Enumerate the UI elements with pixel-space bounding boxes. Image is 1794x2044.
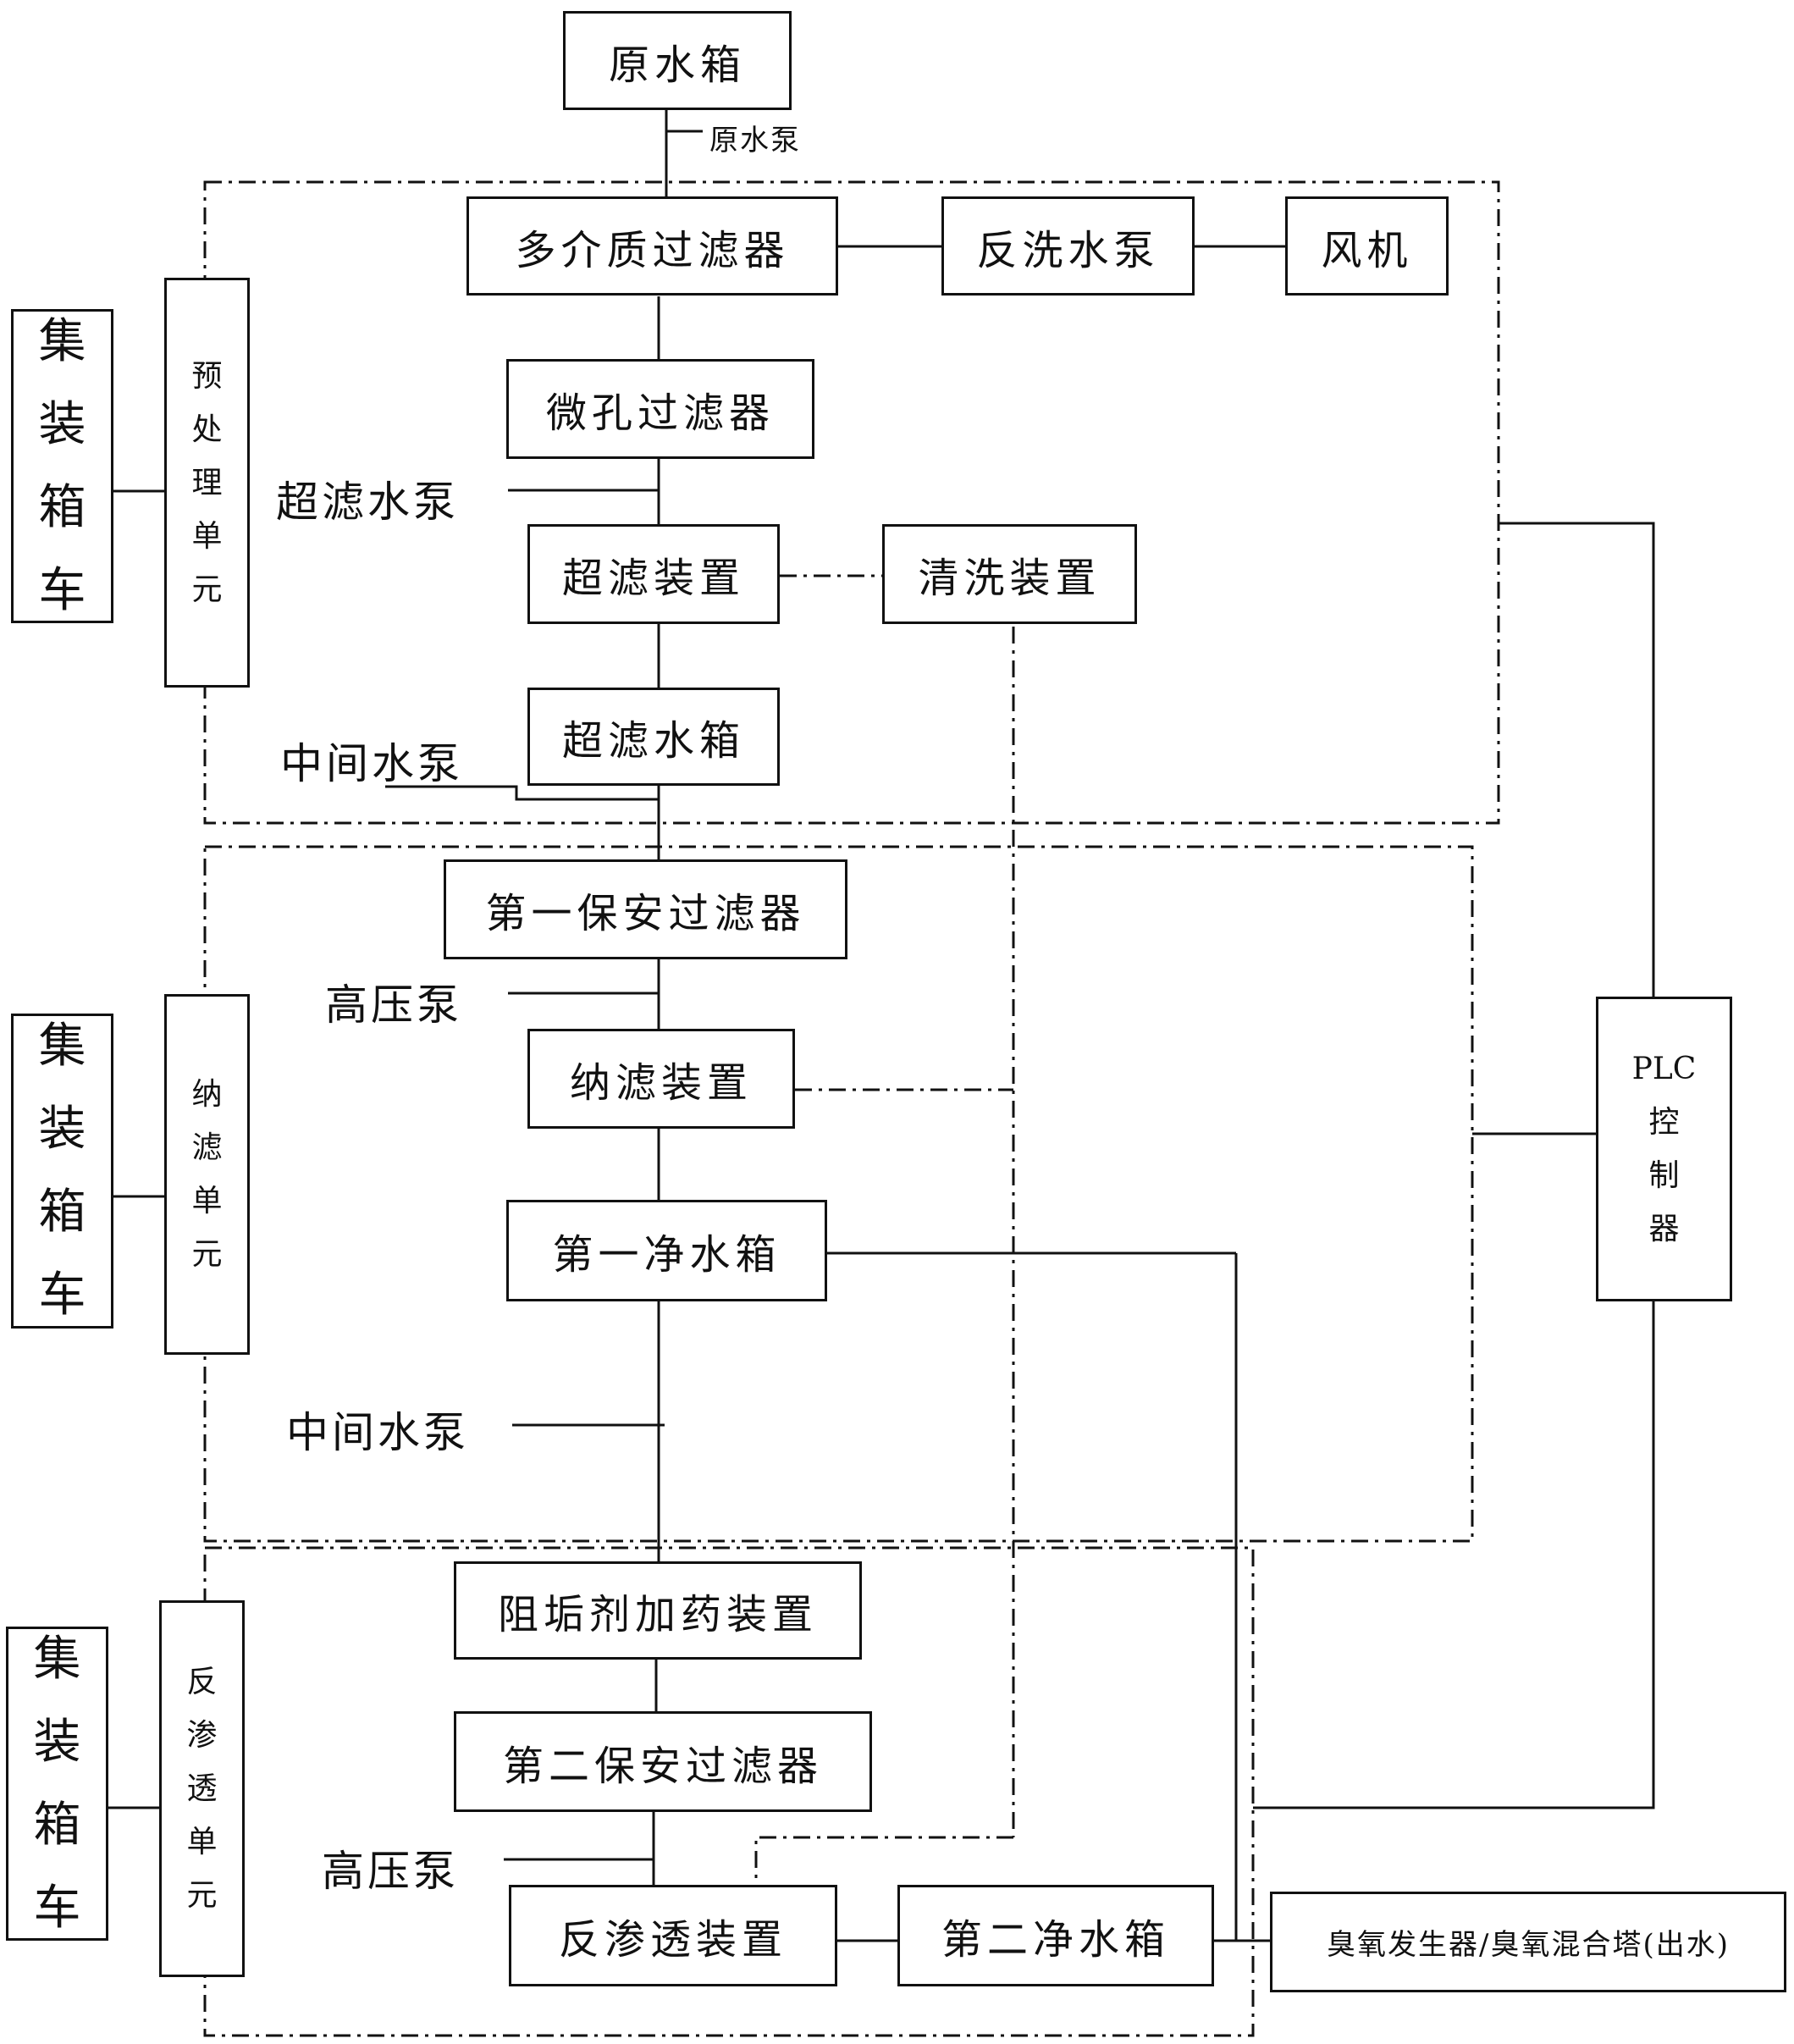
nanofiltration-device: 纳滤装置 <box>527 1029 795 1129</box>
second-security-filter: 第二保安过滤器 <box>454 1711 872 1812</box>
second-clean-water-tank: 第二净水箱 <box>897 1885 1214 1986</box>
ultrafiltration-tank: 超滤水箱 <box>527 688 780 786</box>
raw-water-tank: 原水箱 <box>563 11 792 110</box>
flow-line <box>385 785 659 801</box>
nanofiltration-unit: 纳滤单元 <box>164 994 250 1355</box>
reverse-osmosis-unit: 反渗透单元 <box>159 1600 245 1977</box>
container-truck: 集装箱车 <box>11 1014 113 1329</box>
pretreatment-unit: 预处理单元 <box>164 278 250 688</box>
ultrafiltration-device: 超滤装置 <box>527 524 780 624</box>
intermediate-pump-label: 中间水泵 <box>286 1408 469 1457</box>
container-truck: 集装箱车 <box>11 309 113 623</box>
cleaning-line <box>754 1836 1013 1885</box>
multimedia-filter: 多介质过滤器 <box>466 196 838 296</box>
fan: 风机 <box>1285 196 1449 296</box>
ozone-generator-box: 臭氧发生器/臭氧混合塔(出水) <box>1270 1892 1786 1992</box>
control-line <box>1253 1301 1655 1809</box>
control-line <box>1499 522 1655 997</box>
micropore-filter: 微孔过滤器 <box>506 359 814 459</box>
high-pressure-pump-label: 高压泵 <box>325 981 462 1030</box>
raw-water-pump-label: 原水泵 <box>709 124 801 157</box>
antiscalant-dosing-device: 阻垢剂加药装置 <box>454 1561 862 1660</box>
first-clean-water-tank: 第一净水箱 <box>506 1200 827 1301</box>
uf-pump-label: 超滤水泵 <box>276 478 459 527</box>
intermediate-pump-label: 中间水泵 <box>280 739 463 788</box>
reverse-osmosis-device: 反渗透装置 <box>509 1885 837 1986</box>
cleaning-device: 清洗装置 <box>882 524 1137 624</box>
backwash-pump: 反洗水泵 <box>941 196 1195 296</box>
first-security-filter: 第一保安过滤器 <box>444 859 847 959</box>
high-pressure-pump-label: 高压泵 <box>322 1847 459 1896</box>
nanofiltration-frame <box>203 845 1474 1543</box>
container-truck: 集装箱车 <box>6 1627 108 1941</box>
